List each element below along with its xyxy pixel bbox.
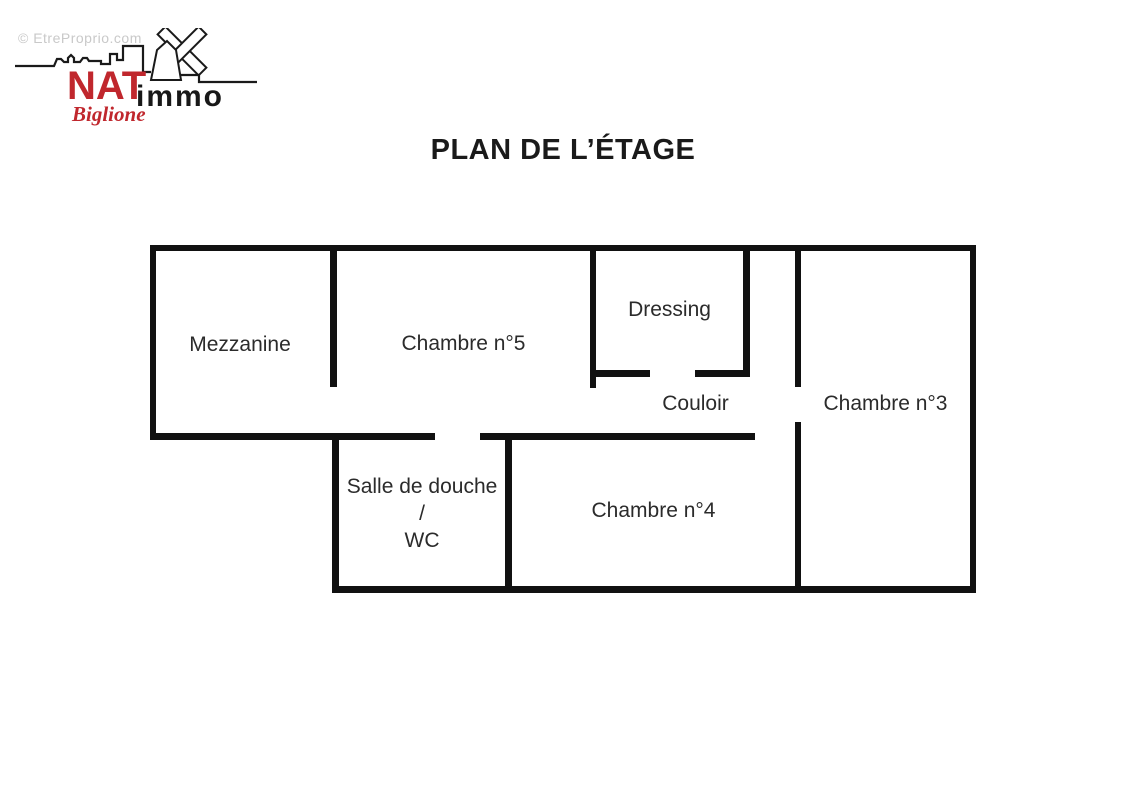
page-title: PLAN DE L’ÉTAGE <box>430 134 696 166</box>
room-label-couloir: Couloir <box>662 392 729 415</box>
wall-couloir-bottom <box>480 433 755 440</box>
wall-outer-top <box>150 245 976 251</box>
logo-text-biglione: Biglione <box>72 102 146 126</box>
wall-dressing-left <box>590 251 596 388</box>
watermark-text: © EtreProprio.com <box>18 30 142 46</box>
room-label-chambre4: Chambre n°4 <box>591 499 716 522</box>
room-label-chambre3: Chambre n°3 <box>823 392 948 415</box>
wall-bathroom-right <box>505 440 512 586</box>
wall-outer-right <box>970 245 976 593</box>
wall-outer-left <box>150 245 156 440</box>
wall-dressing-right <box>743 251 750 377</box>
room-label-dressing: Dressing <box>628 298 711 321</box>
agency-logo: NAT immo Biglione <box>10 28 270 138</box>
room-label-bathroom-line3: WC <box>404 529 440 552</box>
wall-chambre3-left-lower <box>795 422 801 593</box>
wall-chambre3-left-upper <box>795 245 801 387</box>
logo-text-immo: immo <box>136 80 225 113</box>
room-label-chambre5: Chambre n°5 <box>401 332 526 355</box>
wall-dressing-bottom-right <box>695 370 750 377</box>
wall-dressing-bottom-left <box>593 370 650 377</box>
room-label-bathroom: Salle de douche / WC <box>339 473 505 554</box>
logo-text-nat: NAT <box>67 64 147 108</box>
room-label-mezzanine: Mezzanine <box>189 333 291 356</box>
wall-bathroom-left <box>332 433 339 593</box>
room-label-bathroom-line1: Salle de douche <box>346 475 498 498</box>
wall-mezzanine-chambre5-divider <box>330 251 337 387</box>
wall-mezzanine-bottom <box>150 433 435 440</box>
wall-outer-bottom <box>332 586 976 593</box>
skyline-windmill-icon <box>15 28 257 84</box>
room-label-bathroom-line2: / <box>419 502 425 525</box>
